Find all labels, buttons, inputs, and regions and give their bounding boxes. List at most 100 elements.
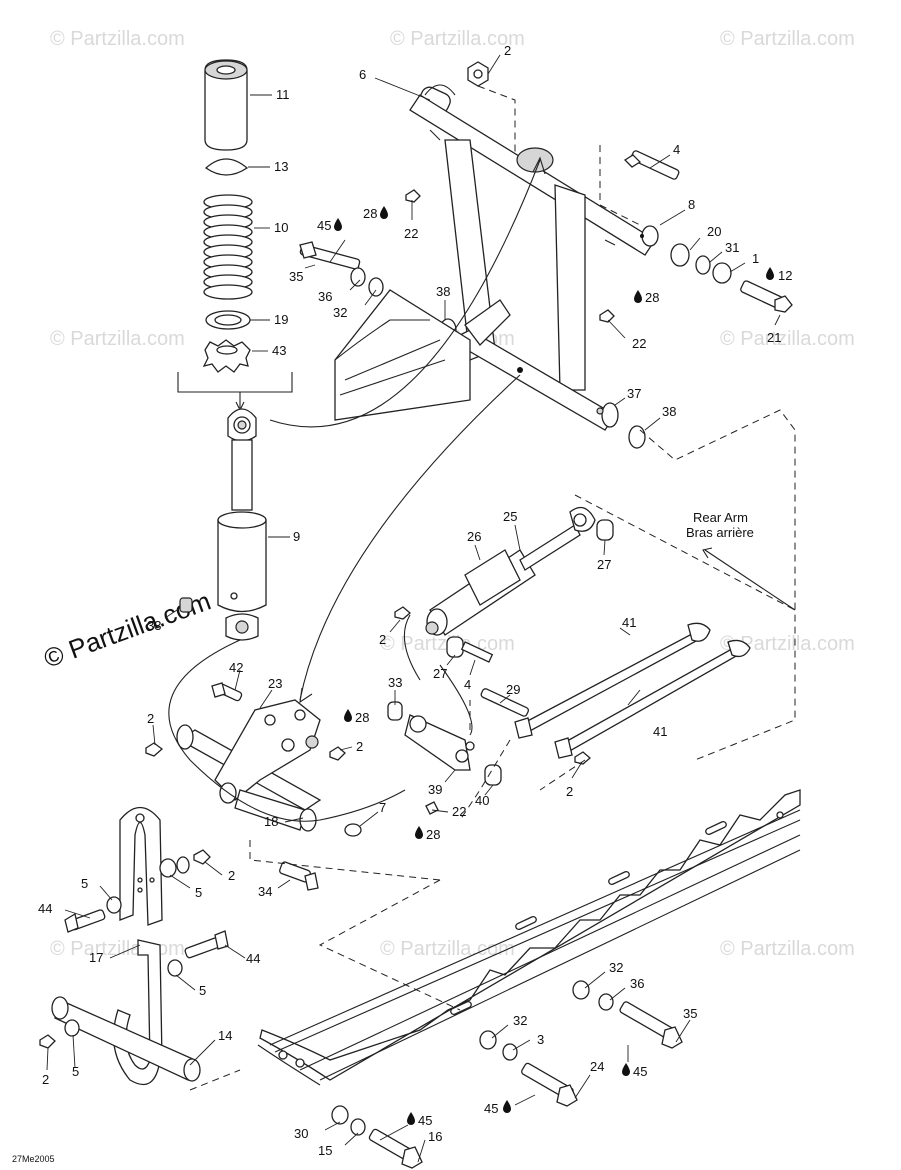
assembly-lines [189, 85, 796, 1091]
drop-icon [407, 1112, 415, 1125]
drop-icon [766, 267, 774, 280]
callout-28: 28 [363, 206, 377, 221]
callout-43: 43 [272, 343, 286, 358]
callout-13: 13 [274, 159, 288, 174]
callout-45: 45 [418, 1113, 432, 1128]
callout-28: 28 [645, 290, 659, 305]
callout-45: 45 [633, 1064, 647, 1079]
callout-5: 5 [81, 876, 88, 891]
callout-27: 27 [597, 557, 611, 572]
watermarks: © Partzilla.com © Partzilla.com © Partzi… [40, 28, 855, 960]
callout-35: 35 [683, 1006, 697, 1021]
callout-27: 27 [433, 666, 447, 681]
callout-12: 12 [778, 268, 792, 283]
watermark: © Partzilla.com [720, 328, 855, 350]
callout-29: 29 [506, 682, 520, 697]
rear-arm-rods [514, 622, 751, 765]
front-arm [409, 84, 659, 449]
watermark: © Partzilla.com [720, 633, 855, 655]
callout-42: 42 [229, 660, 243, 675]
callout-1: 1 [752, 251, 759, 266]
rear-shock [394, 506, 614, 663]
callout-5: 5 [195, 885, 202, 900]
callout-41: 41 [653, 724, 667, 739]
callout-22: 22 [452, 804, 466, 819]
callout-44: 44 [38, 901, 52, 916]
callout-32: 32 [609, 960, 623, 975]
callout-41: 41 [622, 615, 636, 630]
watermark: © Partzilla.com [50, 938, 185, 960]
drop-icon [634, 290, 642, 303]
watermark: © Partzilla.com [720, 938, 855, 960]
callout-17: 17 [89, 950, 103, 965]
callout-33: 33 [147, 618, 161, 633]
watermark: © Partzilla.com [50, 28, 185, 50]
watermark: © Partzilla.com [720, 28, 855, 50]
callouts: 11 13 10 19 43 9 33 2 6 4 8 20 31 1 12 2… [12, 43, 792, 1164]
callout-25: 25 [503, 509, 517, 524]
callout-34: 34 [258, 884, 272, 899]
callout-leaders [46, 54, 781, 1163]
callout-2: 2 [356, 739, 363, 754]
rear-arm-label-fr: Bras arrière [686, 525, 754, 540]
callout-11: 11 [276, 87, 290, 102]
watermark: © Partzilla.com [380, 938, 515, 960]
rear-arm-linkage [387, 688, 530, 815]
callout-5: 5 [72, 1064, 79, 1079]
drop-icon [622, 1063, 630, 1076]
drop-icon [344, 709, 352, 722]
drop-icon [380, 206, 388, 219]
callout-18: 18 [264, 814, 278, 829]
callout-5: 5 [199, 983, 206, 998]
callout-31: 31 [725, 240, 739, 255]
shock-absorber [179, 408, 267, 641]
callout-45: 45 [484, 1101, 498, 1116]
watermark: © Partzilla.com [390, 28, 525, 50]
drop-icon [503, 1100, 511, 1113]
callout-26: 26 [467, 529, 481, 544]
rail-top-left [334, 289, 471, 421]
front-linkage [145, 682, 362, 891]
callout-36: 36 [630, 976, 644, 991]
callout-10: 10 [274, 220, 288, 235]
callout-22: 22 [404, 226, 418, 241]
callout-14: 14 [218, 1028, 232, 1043]
callout-2: 2 [147, 711, 154, 726]
callout-44: 44 [246, 951, 260, 966]
callout-2: 2 [42, 1072, 49, 1087]
callout-4: 4 [673, 142, 680, 157]
callout-6: 6 [359, 67, 366, 82]
callout-21: 21 [767, 330, 781, 345]
callout-45: 45 [317, 218, 331, 233]
callout-35: 35 [289, 269, 303, 284]
callout-2: 2 [504, 43, 511, 58]
rail-hardware [331, 980, 683, 1169]
callout-22: 22 [632, 336, 646, 351]
callout-16: 16 [428, 1129, 442, 1144]
callout-3: 3 [537, 1032, 544, 1047]
callout-7: 7 [379, 800, 386, 815]
drop-icon [334, 218, 342, 231]
callout-8: 8 [688, 197, 695, 212]
callout-28: 28 [426, 827, 440, 842]
drawing-code: 27Me2005 [12, 1154, 55, 1164]
callout-32: 32 [333, 305, 347, 320]
watermark: © Partzilla.com [50, 328, 185, 350]
callout-4: 4 [464, 677, 471, 692]
callout-30: 30 [294, 1126, 308, 1141]
callout-2: 2 [566, 784, 573, 799]
ski-leg [39, 806, 229, 1086]
callout-23: 23 [268, 676, 282, 691]
callout-15: 15 [318, 1143, 332, 1158]
callout-38: 38 [662, 404, 676, 419]
callout-2: 2 [228, 868, 235, 883]
callout-40: 40 [475, 793, 489, 808]
ski-rail [257, 789, 801, 1086]
callout-19: 19 [274, 312, 288, 327]
callout-32: 32 [513, 1013, 527, 1028]
callout-2: 2 [379, 632, 386, 647]
callout-37: 37 [627, 386, 641, 401]
callout-38: 38 [436, 284, 450, 299]
callout-9: 9 [293, 529, 300, 544]
